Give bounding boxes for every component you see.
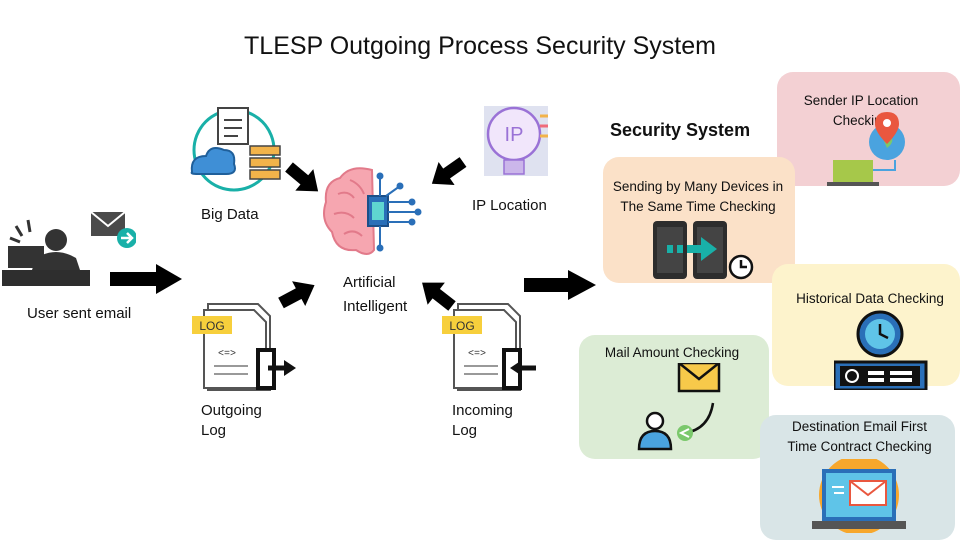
user-label: User sent email — [27, 305, 132, 322]
laptop-mail-icon — [804, 459, 914, 533]
destination-check-label: Destination Email First Time Contract Ch… — [787, 419, 932, 454]
mail-amount-check-label: Mail Amount Checking — [604, 345, 740, 360]
arrow-ip-to-ai — [431, 157, 467, 185]
arrow-incoming-to-ai — [422, 282, 456, 311]
incoming-code-tag: <=> — [468, 349, 486, 360]
arrow-outgoing-to-ai — [278, 281, 315, 309]
destination-check-card: Destination Email First Time Contract Ch… — [760, 415, 955, 540]
ai-label-line1: Artificial — [343, 274, 396, 291]
user-at-desk-icon — [2, 212, 90, 292]
historical-check-card: Historical Data Checking — [772, 264, 960, 390]
many-devices-check-card: Sending by Many Devices in The Same Time… — [603, 157, 795, 283]
historical-check-label: Historical Data Checking — [796, 291, 944, 306]
big-data-label: Big Data — [201, 206, 259, 223]
security-system-heading: Security System — [610, 120, 751, 140]
location-pin-laptop-icon — [825, 112, 921, 186]
ai-label-line2: Intelligent — [343, 298, 408, 315]
diagram-title: TLESP Outgoing Process Security System — [244, 32, 716, 60]
ai-brain-icon — [320, 162, 426, 262]
ip-lightbulb-icon: IP — [476, 102, 552, 186]
ip-bulb-text: IP — [505, 124, 524, 146]
incoming-log-label-line2: Log — [452, 422, 478, 439]
sender-ip-check-card: Sender IP Location Checking — [777, 72, 960, 186]
arrow-ai-to-security — [524, 270, 596, 300]
devices-transfer-icon — [651, 219, 761, 281]
outgoing-log-icon: LOG <=> — [190, 302, 300, 394]
incoming-log-tag: LOG — [449, 319, 474, 333]
mail-send-icon — [90, 210, 136, 250]
outgoing-log-label-line1: Outgoing — [201, 402, 262, 419]
clock-server-icon — [834, 310, 930, 390]
incoming-log-label-line1: Incoming — [452, 402, 513, 419]
sender-ip-check-label: Sender IP Location Checking — [803, 93, 919, 128]
user-mail-icon — [635, 363, 735, 457]
incoming-log-icon: LOG <=> — [440, 302, 540, 394]
outgoing-log-tag: LOG — [199, 319, 224, 333]
outgoing-log-label-line2: Log — [201, 422, 227, 439]
big-data-icon — [186, 104, 282, 198]
many-devices-check-label: Sending by Many Devices in The Same Time… — [612, 179, 784, 214]
arrow-bigdata-to-ai — [285, 162, 319, 192]
mail-amount-check-card: Mail Amount Checking — [579, 335, 769, 459]
arrow-user-to-log — [110, 264, 182, 294]
outgoing-code-tag: <=> — [218, 349, 236, 360]
ip-location-label: IP Location — [472, 197, 547, 214]
